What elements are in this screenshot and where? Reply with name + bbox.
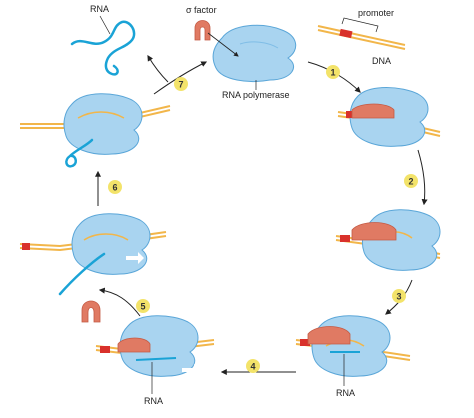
released-sigma-factor [81, 300, 101, 323]
free-sigma-factor [194, 20, 211, 41]
step-badge-6: 6 [108, 180, 122, 194]
elongation-with-sigma [95, 315, 215, 377]
initiation-complex [295, 315, 411, 377]
sigma-factor-label: σ factor [186, 5, 217, 15]
step-number: 1 [330, 68, 335, 78]
step-number: 7 [178, 80, 183, 90]
arrow-step-2 [417, 149, 428, 206]
sigma-leader-line [207, 32, 239, 57]
open-complex [335, 209, 441, 271]
elongation-complex [19, 213, 167, 296]
free-rna-polymerase [212, 24, 297, 82]
step-badge-5: 5 [136, 299, 150, 313]
holoenzyme-at-promoter [337, 87, 441, 147]
arrow-step-5 [98, 287, 141, 317]
dna-with-promoter [317, 25, 406, 50]
step-badge-1: 1 [326, 65, 340, 79]
step-number: 4 [250, 362, 255, 372]
step-badge-3: 3 [392, 289, 406, 303]
promoter-bracket [341, 17, 379, 33]
termination-complex [20, 93, 171, 168]
arrow-step-7b [147, 54, 169, 83]
released-rna [70, 20, 136, 76]
dna-label: DNA [372, 56, 391, 66]
step-badge-2: 2 [404, 174, 418, 188]
step-number: 2 [408, 177, 413, 187]
rna-polymerase-label: RNA polymerase [222, 90, 290, 100]
step-number: 6 [112, 183, 117, 193]
rna-label-leader [99, 15, 111, 35]
step-number: 3 [396, 292, 401, 302]
promoter-label: promoter [358, 8, 394, 18]
step-badge-4: 4 [246, 359, 260, 373]
step-badge-7: 7 [174, 77, 188, 91]
rna-label-stage3: RNA [336, 388, 355, 398]
step-number: 5 [140, 302, 145, 312]
rna-label-stage4: RNA [144, 396, 163, 406]
rna-label-top: RNA [90, 4, 109, 14]
